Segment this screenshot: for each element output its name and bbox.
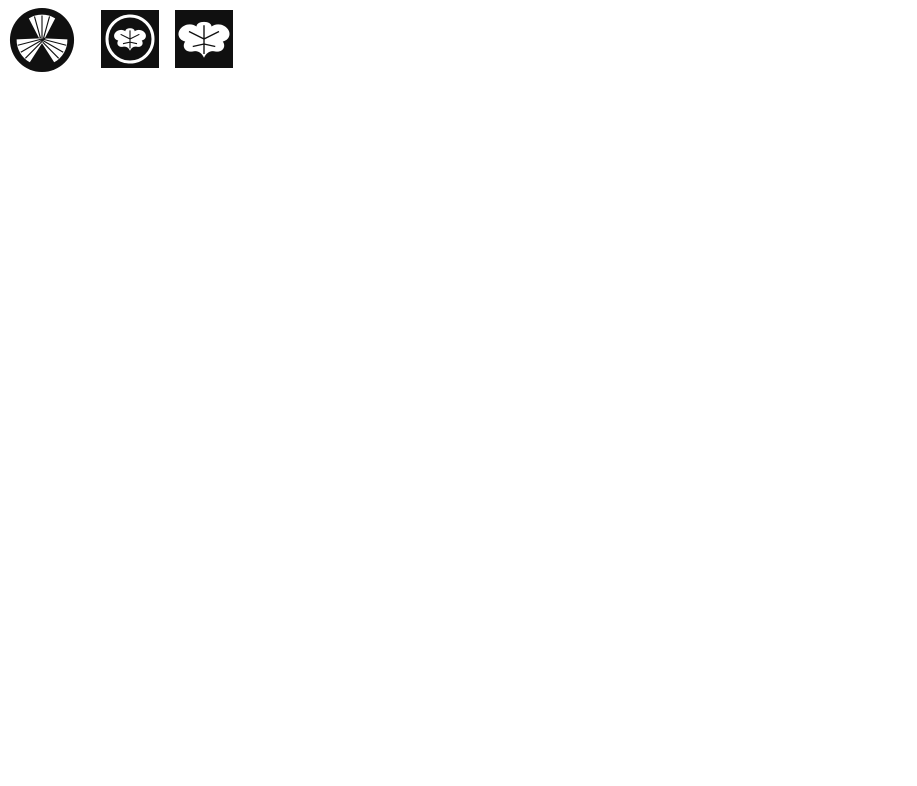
- takiwaki-fan-crest-icon: [9, 7, 75, 78]
- tsuta-crest-icon: [175, 10, 233, 73]
- maru-ni-tsuta-crest-icon: [101, 10, 159, 73]
